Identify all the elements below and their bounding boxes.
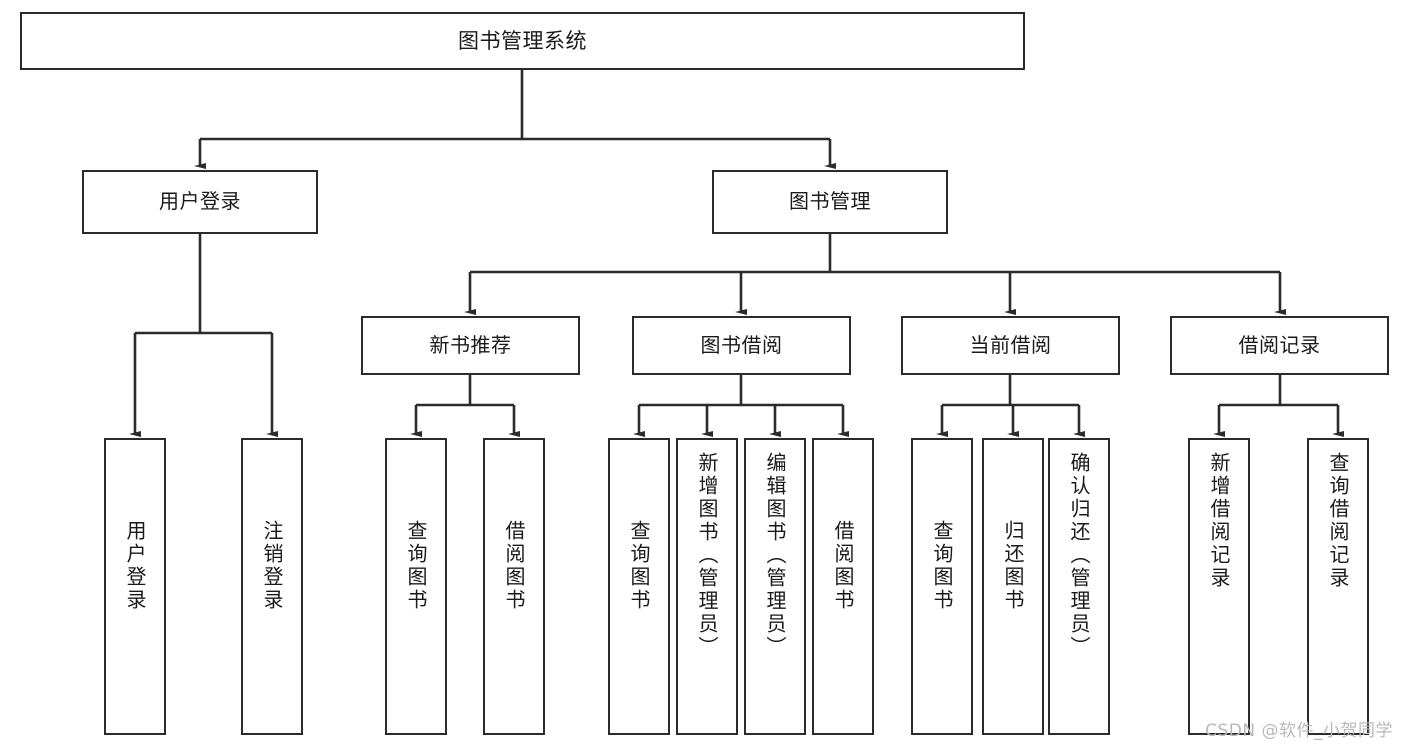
leaf-book-borrow-lend[interactable]: 借阅图书 (812, 438, 874, 735)
leaf-user-login-signin-label: 用户登录 (123, 520, 147, 612)
node-borrow-record-label: 借阅记录 (1238, 332, 1321, 357)
leaf-user-login-signout[interactable]: 注销登录 (241, 438, 303, 735)
leaf-book-borrow-add-label: 新增图书（管理员） (695, 452, 719, 659)
node-root-label: 图书管理系统 (458, 28, 587, 53)
node-book-management-label: 图书管理 (789, 189, 871, 214)
node-book-management[interactable]: 图书管理 (712, 170, 948, 234)
leaf-new-book-borrow-label: 借阅图书 (502, 520, 526, 612)
leaf-book-borrow-lend-label: 借阅图书 (831, 520, 855, 612)
node-new-book-recommend-label: 新书推荐 (429, 332, 512, 357)
leaf-current-borrow-query[interactable]: 查询图书 (911, 438, 973, 735)
leaf-new-book-borrow[interactable]: 借阅图书 (483, 438, 545, 735)
leaf-current-borrow-query-label: 查询图书 (930, 520, 954, 612)
leaf-user-login-signin[interactable]: 用户登录 (104, 438, 166, 735)
leaf-book-borrow-edit-label: 编辑图书（管理员） (763, 452, 787, 659)
node-user-login-label: 用户登录 (159, 189, 241, 214)
leaf-borrow-record-query-label: 查询借阅记录 (1326, 452, 1350, 590)
leaf-borrow-record-add-label: 新增借阅记录 (1207, 452, 1231, 590)
leaf-borrow-record-query[interactable]: 查询借阅记录 (1307, 438, 1369, 735)
node-current-borrow-label: 当前借阅 (969, 332, 1052, 357)
csdn-watermark: CSDN @软件_小贺同学 (1205, 721, 1393, 741)
leaf-new-book-query[interactable]: 查询图书 (385, 438, 447, 735)
leaf-current-borrow-confirm-label: 确认归还（管理员） (1067, 452, 1091, 659)
leaf-borrow-record-add[interactable]: 新增借阅记录 (1188, 438, 1250, 735)
node-book-borrow-label: 图书借阅 (700, 332, 783, 357)
leaf-book-borrow-edit[interactable]: 编辑图书（管理员） (744, 438, 806, 735)
leaf-book-borrow-query[interactable]: 查询图书 (608, 438, 670, 735)
node-root[interactable]: 图书管理系统 (20, 12, 1025, 70)
leaf-user-login-signout-label: 注销登录 (260, 520, 284, 612)
node-book-borrow[interactable]: 图书借阅 (632, 316, 851, 375)
leaf-current-borrow-confirm[interactable]: 确认归还（管理员） (1048, 438, 1110, 735)
leaf-book-borrow-query-label: 查询图书 (627, 520, 651, 612)
node-user-login[interactable]: 用户登录 (82, 170, 318, 234)
node-current-borrow[interactable]: 当前借阅 (901, 316, 1120, 375)
leaf-new-book-query-label: 查询图书 (404, 520, 428, 612)
node-new-book-recommend[interactable]: 新书推荐 (361, 316, 580, 375)
leaf-current-borrow-return[interactable]: 归还图书 (982, 438, 1044, 735)
leaf-current-borrow-return-label: 归还图书 (1001, 520, 1025, 612)
node-borrow-record[interactable]: 借阅记录 (1170, 316, 1389, 375)
leaf-book-borrow-add[interactable]: 新增图书（管理员） (676, 438, 738, 735)
